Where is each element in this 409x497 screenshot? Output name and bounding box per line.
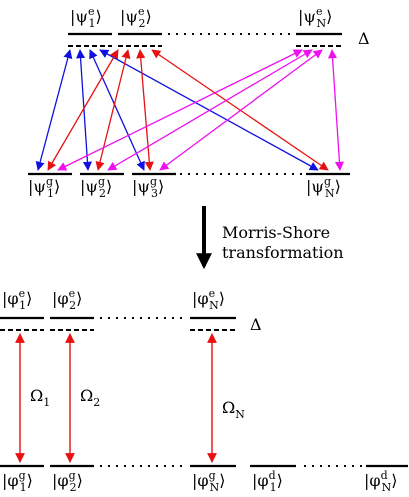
coupling-arrow-red [136,49,154,171]
bottom-detuning-label: Δ [250,315,262,334]
coupling-arrow-blue [76,49,92,171]
top-detuning-label: Δ [358,29,370,48]
coupling-arrow-red [95,49,131,171]
transformation-step: Morris-Shore transformation [196,206,344,270]
coupling-label-omega-1: Ω1 [30,386,50,409]
coupling-arrow-magenta [328,49,344,171]
coupling-arrow-magenta [107,49,313,171]
top-couplings [35,49,344,171]
coupling-arrow-magenta [57,49,303,171]
transformation-label-line2: transformation [222,243,344,262]
coupling-label-omega-n: ΩN [222,398,245,421]
coupling-label-omega-2: Ω2 [80,386,100,409]
coupling-arrow-blue [35,49,73,171]
transformation-label-line1: Morris-Shore [222,223,330,242]
coupling-arrow-red [47,49,119,171]
coupling-arrow-blue [89,49,145,171]
coupling-arrow-magenta [159,49,323,171]
